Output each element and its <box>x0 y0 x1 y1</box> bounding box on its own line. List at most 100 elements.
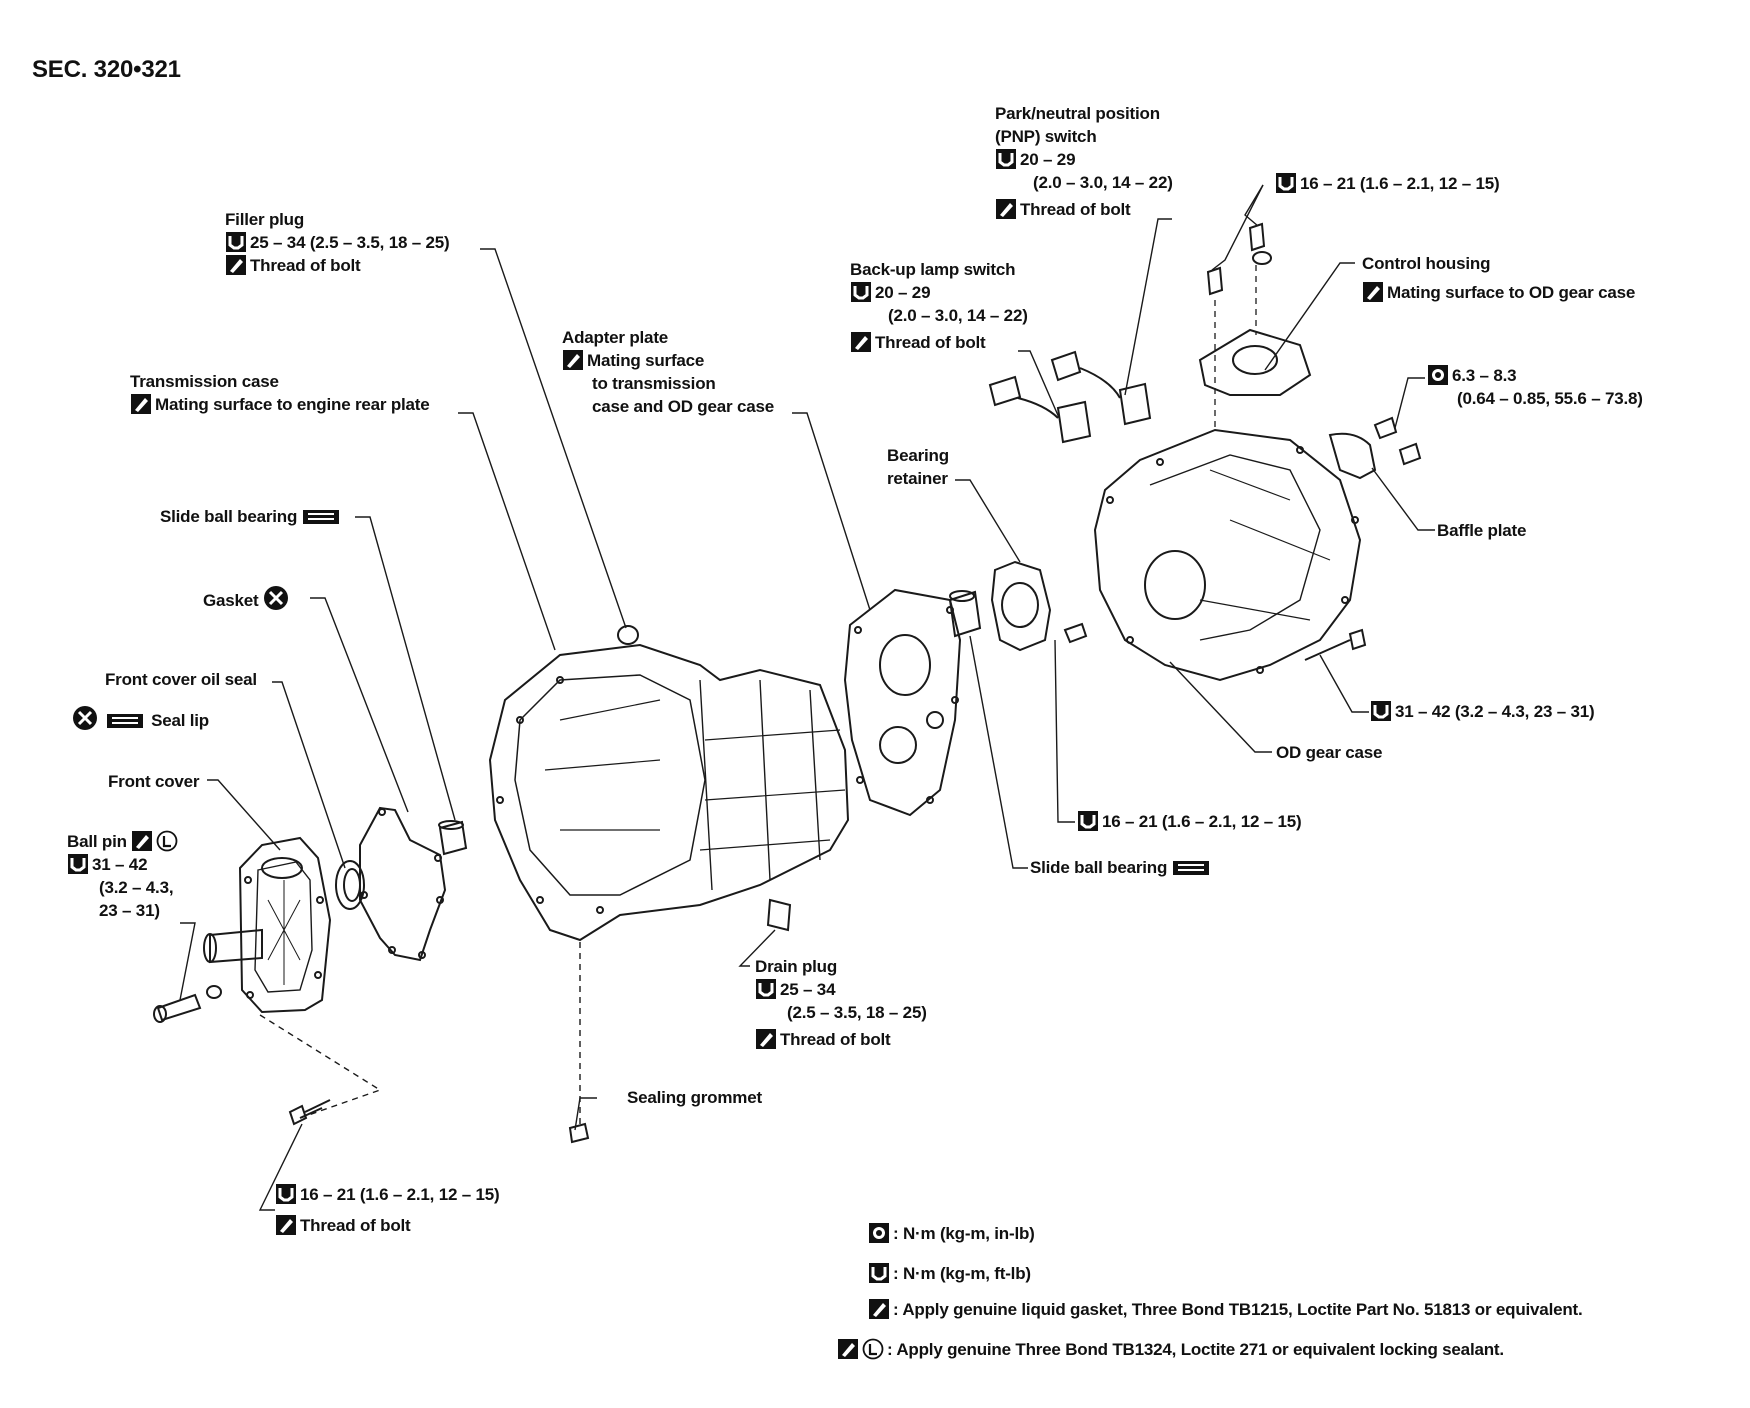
backup-lamp-torque-1: 20 – 29 <box>875 283 931 302</box>
torque-wrench-icon <box>1275 172 1297 194</box>
transmission-case-note: Mating surface to engine rear plate <box>155 395 430 414</box>
torque-wrench-small-icon <box>868 1222 890 1244</box>
filler-plug-name: Filler plug <box>225 210 305 229</box>
legend-text: : Apply genuine liquid gasket, Three Bon… <box>893 1300 1583 1319</box>
control-housing-label: Control housing Mating surface to OD gea… <box>1362 252 1635 304</box>
pnp-switch-torque-2: (2.0 – 3.0, 14 – 22) <box>1033 173 1173 192</box>
grease-icon <box>302 505 340 527</box>
od-bolt-part <box>1304 628 1367 661</box>
ball-pin-label: Ball pin 31 – 42 (3.2 – 4.3, 23 – 31) <box>67 830 181 922</box>
bearing-retainer-line-1: Bearing <box>887 446 949 465</box>
replace-every-time-icon <box>263 585 289 611</box>
bearing-retainer-label: Bearing retainer <box>887 444 949 490</box>
adapter-plate-name: Adapter plate <box>562 328 669 347</box>
liquid-gasket-icon <box>837 1338 859 1360</box>
legend-item: : Apply genuine liquid gasket, Three Bon… <box>868 1298 1583 1321</box>
torque-wrench-icon <box>995 148 1017 170</box>
bearing-retainer-line-2: retainer <box>887 469 948 488</box>
drain-plug-name: Drain plug <box>755 957 838 976</box>
filler-plug-label: Filler plug 25 – 34 (2.5 – 3.5, 18 – 25)… <box>225 208 450 277</box>
liquid-gasket-icon <box>131 830 153 852</box>
torque-wrench-icon <box>1077 810 1099 832</box>
legend-item: : N·m (kg-m, ft-lb) <box>868 1262 1031 1285</box>
legend-text: : N·m (kg-m, in-lb) <box>893 1224 1035 1243</box>
pnp-switch-line-1: Park/neutral position <box>995 104 1160 123</box>
drain-plug-label: Drain plug 25 – 34 (2.5 – 3.5, 18 – 25) … <box>755 955 927 1051</box>
control-housing-name: Control housing <box>1362 254 1491 273</box>
liquid-gasket-icon <box>1362 281 1384 303</box>
switches-part <box>988 350 1152 444</box>
torque-wrench-icon <box>225 231 247 253</box>
transmission-case-name: Transmission case <box>130 372 279 391</box>
baffle-plate-part <box>1328 416 1422 480</box>
backup-lamp-torque-2: (2.0 – 3.0, 14 – 22) <box>888 306 1028 325</box>
front-cover-bolt-label: 16 – 21 (1.6 – 2.1, 12 – 15) Thread of b… <box>275 1183 500 1237</box>
front-cover-bolt-part <box>288 1099 331 1126</box>
liquid-gasket-icon <box>562 349 584 371</box>
liquid-gasket-icon <box>275 1214 297 1236</box>
replace-every-time-icon <box>72 705 98 731</box>
liquid-gasket-icon <box>995 198 1017 220</box>
slide-ball-bearing-part-1 <box>438 820 468 856</box>
seal-lip-note: Seal lip <box>151 711 209 730</box>
sealing-grommet-label: Sealing grommet <box>627 1088 762 1107</box>
control-housing-note: Mating surface to OD gear case <box>1387 283 1636 302</box>
seal-lip-label: Seal lip <box>72 705 209 732</box>
legend-item: : Apply genuine Three Bond TB1324, Locti… <box>837 1338 1504 1361</box>
retainer-bolt-torque: 16 – 21 (1.6 – 2.1, 12 – 15) <box>1102 812 1302 831</box>
torque-wrench-icon <box>755 978 777 1000</box>
slide-ball-bearing-name-2: Slide ball bearing <box>1030 858 1168 877</box>
od-gear-case-bolt-torque: 31 – 42 (3.2 – 4.3, 23 – 31) <box>1395 702 1595 721</box>
ball-pin-torque-2: (3.2 – 4.3, <box>99 878 174 897</box>
backup-lamp-note: Thread of bolt <box>875 333 986 352</box>
locking-sealant-icon <box>156 830 178 852</box>
gasket-name: Gasket <box>203 591 259 610</box>
liquid-gasket-icon <box>850 331 872 353</box>
pnp-switch-line-2: (PNP) switch <box>995 127 1097 146</box>
control-housing-part <box>1198 222 1312 430</box>
pnp-switch-torque-1: 20 – 29 <box>1020 150 1076 169</box>
drain-plug-note: Thread of bolt <box>780 1030 891 1049</box>
front-cover-part <box>203 836 332 1014</box>
filler-plug-torque: 25 – 34 (2.5 – 3.5, 18 – 25) <box>250 233 450 252</box>
liquid-gasket-icon <box>868 1298 890 1320</box>
ball-pin-part <box>153 985 222 1023</box>
drain-plug-torque-1: 25 – 34 <box>780 980 836 999</box>
torque-wrench-icon <box>275 1183 297 1205</box>
front-cover-bolt-note: Thread of bolt <box>300 1216 411 1235</box>
locking-sealant-icon <box>862 1338 884 1360</box>
adapter-plate-part <box>843 588 962 817</box>
ball-pin-name: Ball pin <box>67 832 127 851</box>
drain-plug-torque-2: (2.5 – 3.5, 18 – 25) <box>787 1003 927 1022</box>
baffle-bolt-torque-1: 6.3 – 8.3 <box>1452 366 1517 385</box>
legend-text: : N·m (kg-m, ft-lb) <box>893 1264 1031 1283</box>
torque-wrench-icon <box>1370 700 1392 722</box>
pnp-switch-note: Thread of bolt <box>1020 200 1131 219</box>
front-cover-bolt-torque: 16 – 21 (1.6 – 2.1, 12 – 15) <box>300 1185 500 1204</box>
liquid-gasket-icon <box>755 1028 777 1050</box>
grease-icon <box>106 709 144 731</box>
retainer-bolt-label: 16 – 21 (1.6 – 2.1, 12 – 15) <box>1077 810 1302 833</box>
adapter-plate-label: Adapter plate Mating surface to transmis… <box>562 326 774 418</box>
liquid-gasket-icon <box>225 254 247 276</box>
liquid-gasket-icon <box>130 393 152 415</box>
filler-plug-note: Thread of bolt <box>250 256 361 275</box>
baffle-plate-label: Baffle plate <box>1437 521 1527 540</box>
torque-wrench-icon <box>850 281 872 303</box>
od-gear-case-part <box>1093 428 1362 682</box>
transmission-case-part <box>488 625 850 1144</box>
torque-wrench-icon <box>67 853 89 875</box>
gasket-part <box>359 806 447 962</box>
adapter-plate-line-3: case and OD gear case <box>592 397 774 416</box>
gasket-label: Gasket <box>203 585 292 612</box>
slide-ball-bearing-label-1: Slide ball bearing <box>160 505 343 528</box>
adapter-plate-line-2: to transmission <box>592 374 716 393</box>
control-housing-bolt-torque: 16 – 21 (1.6 – 2.1, 12 – 15) <box>1300 174 1500 193</box>
front-cover-oil-seal-label: Front cover oil seal <box>105 668 257 691</box>
section-title: SEC. 320•321 <box>32 56 181 83</box>
ball-pin-torque-3: 23 – 31) <box>99 901 160 920</box>
adapter-plate-line-1: Mating surface <box>587 351 705 370</box>
grease-icon <box>1172 856 1210 878</box>
